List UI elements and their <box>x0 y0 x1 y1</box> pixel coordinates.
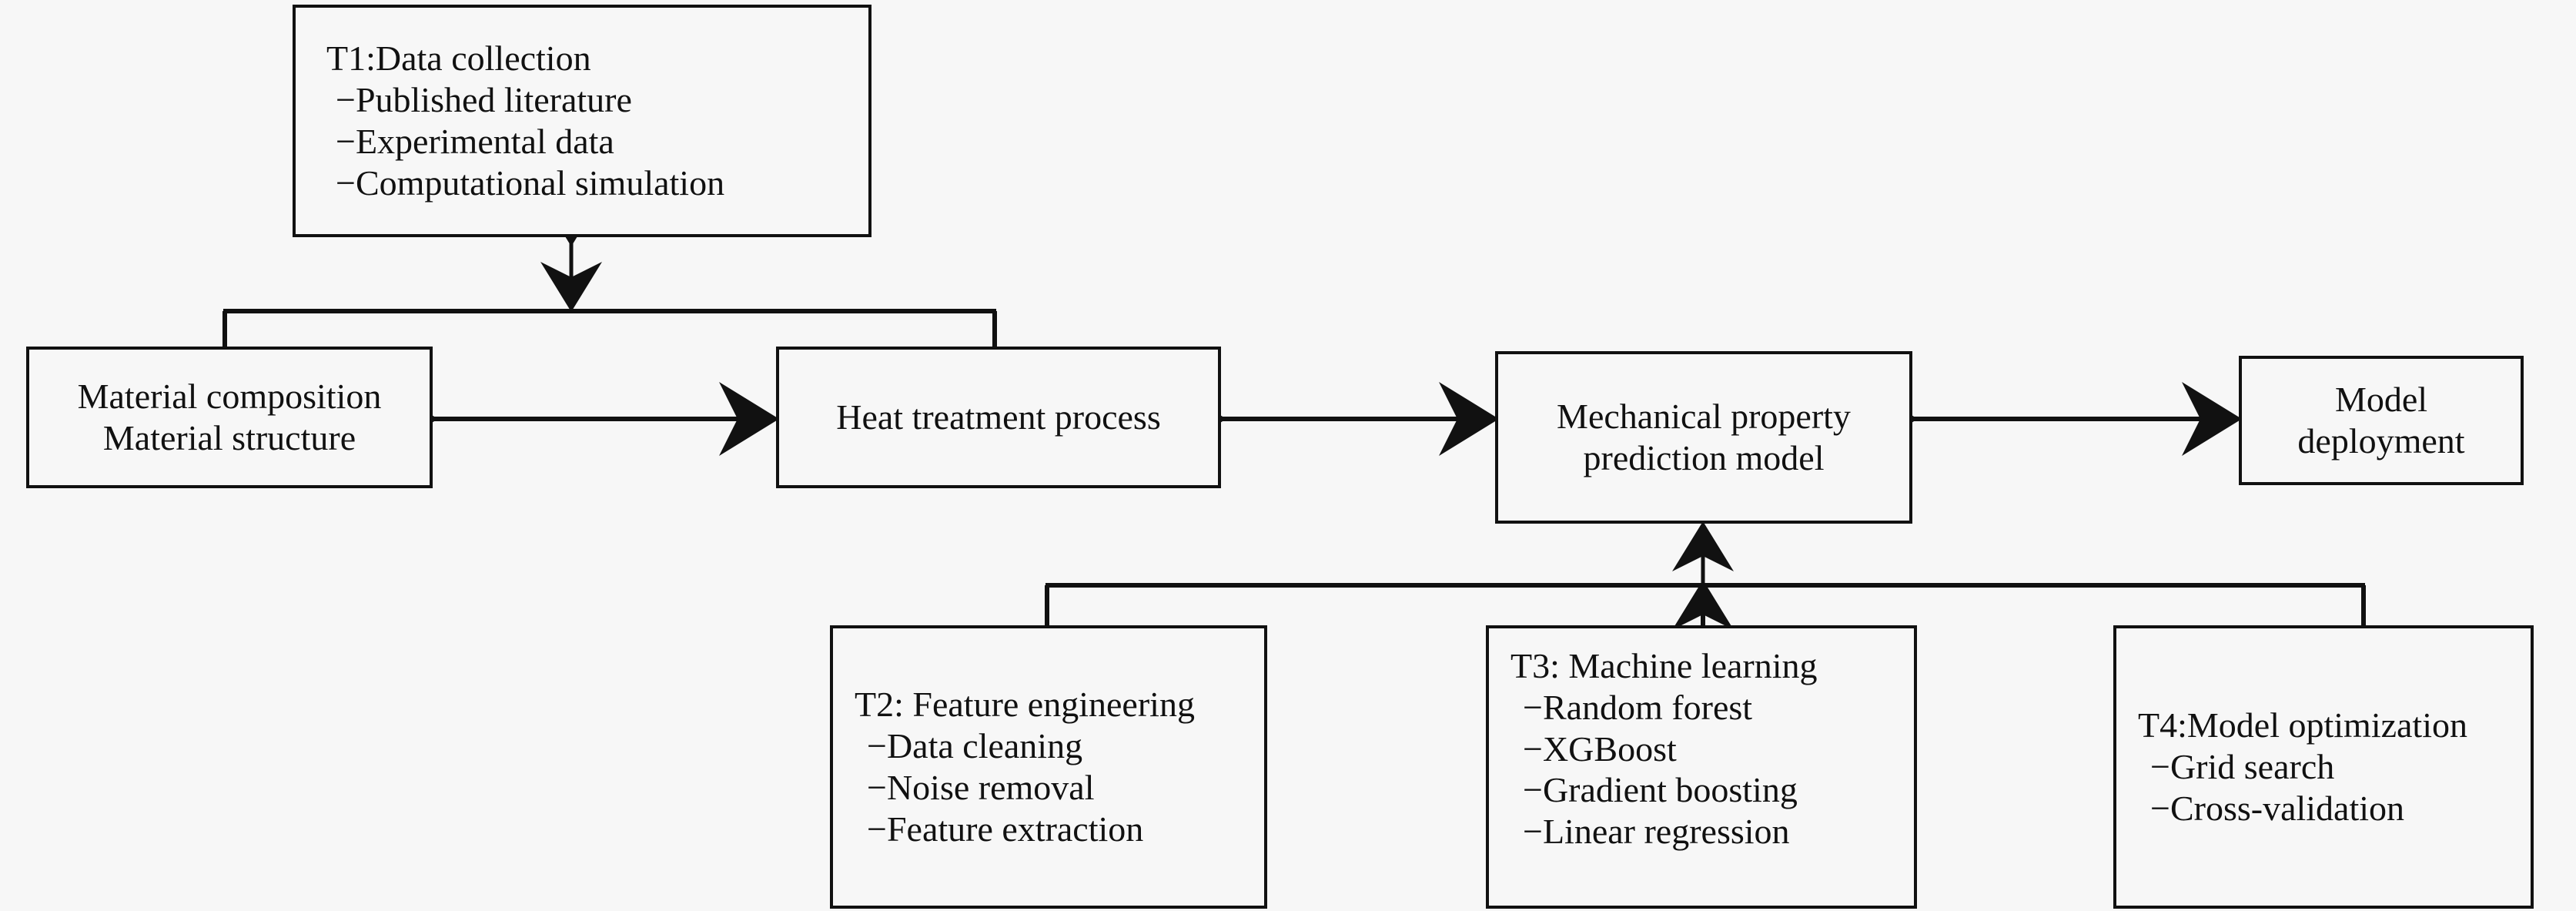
node-t2-bullet-0: −Data cleaning <box>867 726 1083 766</box>
node-t3-bullet-3: −Linear regression <box>1523 812 1790 852</box>
node-t1-title: T1:Data collection <box>326 39 591 79</box>
upper-bus <box>222 309 997 348</box>
node-t1-bullet-1: −Experimental data <box>336 122 614 161</box>
node-t3-bullets: −Random forest −XGBoost −Gradient boosti… <box>1489 687 1914 852</box>
node-t2-feature-engineering[interactable]: T2: Feature engineering −Data cleaning −… <box>830 625 1267 909</box>
node-material-composition[interactable]: Material composition Material structure <box>26 347 433 488</box>
node-t3-bullet-0: −Random forest <box>1523 687 1753 727</box>
node-t3-bullet-2: −Gradient boosting <box>1523 770 1798 810</box>
node-t3-machine-learning[interactable]: T3: Machine learning −Random forest −XGB… <box>1486 625 1917 909</box>
node-t2-bullet-2: −Feature extraction <box>867 809 1144 849</box>
node-heat-treatment-process[interactable]: Heat treatment process <box>776 347 1221 488</box>
node-t4-bullet-0: −Grid search <box>2150 747 2335 787</box>
node-t1-bullet-2: −Computational simulation <box>336 162 725 203</box>
node-t3-bullet-1: −XGBoost <box>1523 728 1677 769</box>
node-mechanical-property-prediction-model[interactable]: Mechanical property prediction model <box>1495 351 1912 524</box>
node-t1-data-collection[interactable]: T1:Data collection −Published literature… <box>293 5 871 237</box>
node-t4-model-optimization[interactable]: T4:Model optimization −Grid search −Cros… <box>2113 625 2534 909</box>
node-t4-title: T4:Model optimization <box>2138 705 2467 745</box>
node-t1-bullets: −Published literature −Experimental data… <box>296 79 868 203</box>
node-t3-title: T3: Machine learning <box>1510 646 1818 685</box>
node-material-line-2: Material structure <box>102 418 356 457</box>
node-material-line-1: Material composition <box>77 377 382 417</box>
node-t1-bullet-0: −Published literature <box>336 80 632 120</box>
node-deployment-line-2: deployment <box>2297 421 2465 461</box>
node-t2-bullets: −Data cleaning −Noise removal −Feature e… <box>833 725 1264 849</box>
lower-bus <box>1045 583 2366 625</box>
node-t4-bullet-1: −Cross-validation <box>2150 788 2405 828</box>
node-model-deployment[interactable]: Model deployment <box>2239 356 2524 485</box>
node-mechanical-line-1: Mechanical property <box>1557 397 1851 437</box>
node-deployment-line-1: Model <box>2334 380 2428 420</box>
node-t2-title: T2: Feature engineering <box>855 685 1195 725</box>
node-heat-line-1: Heat treatment process <box>836 397 1161 437</box>
node-t2-bullet-1: −Noise removal <box>867 768 1095 807</box>
node-mechanical-line-2: prediction model <box>1583 438 1825 477</box>
node-t4-bullets: −Grid search −Cross-validation <box>2116 746 2531 829</box>
